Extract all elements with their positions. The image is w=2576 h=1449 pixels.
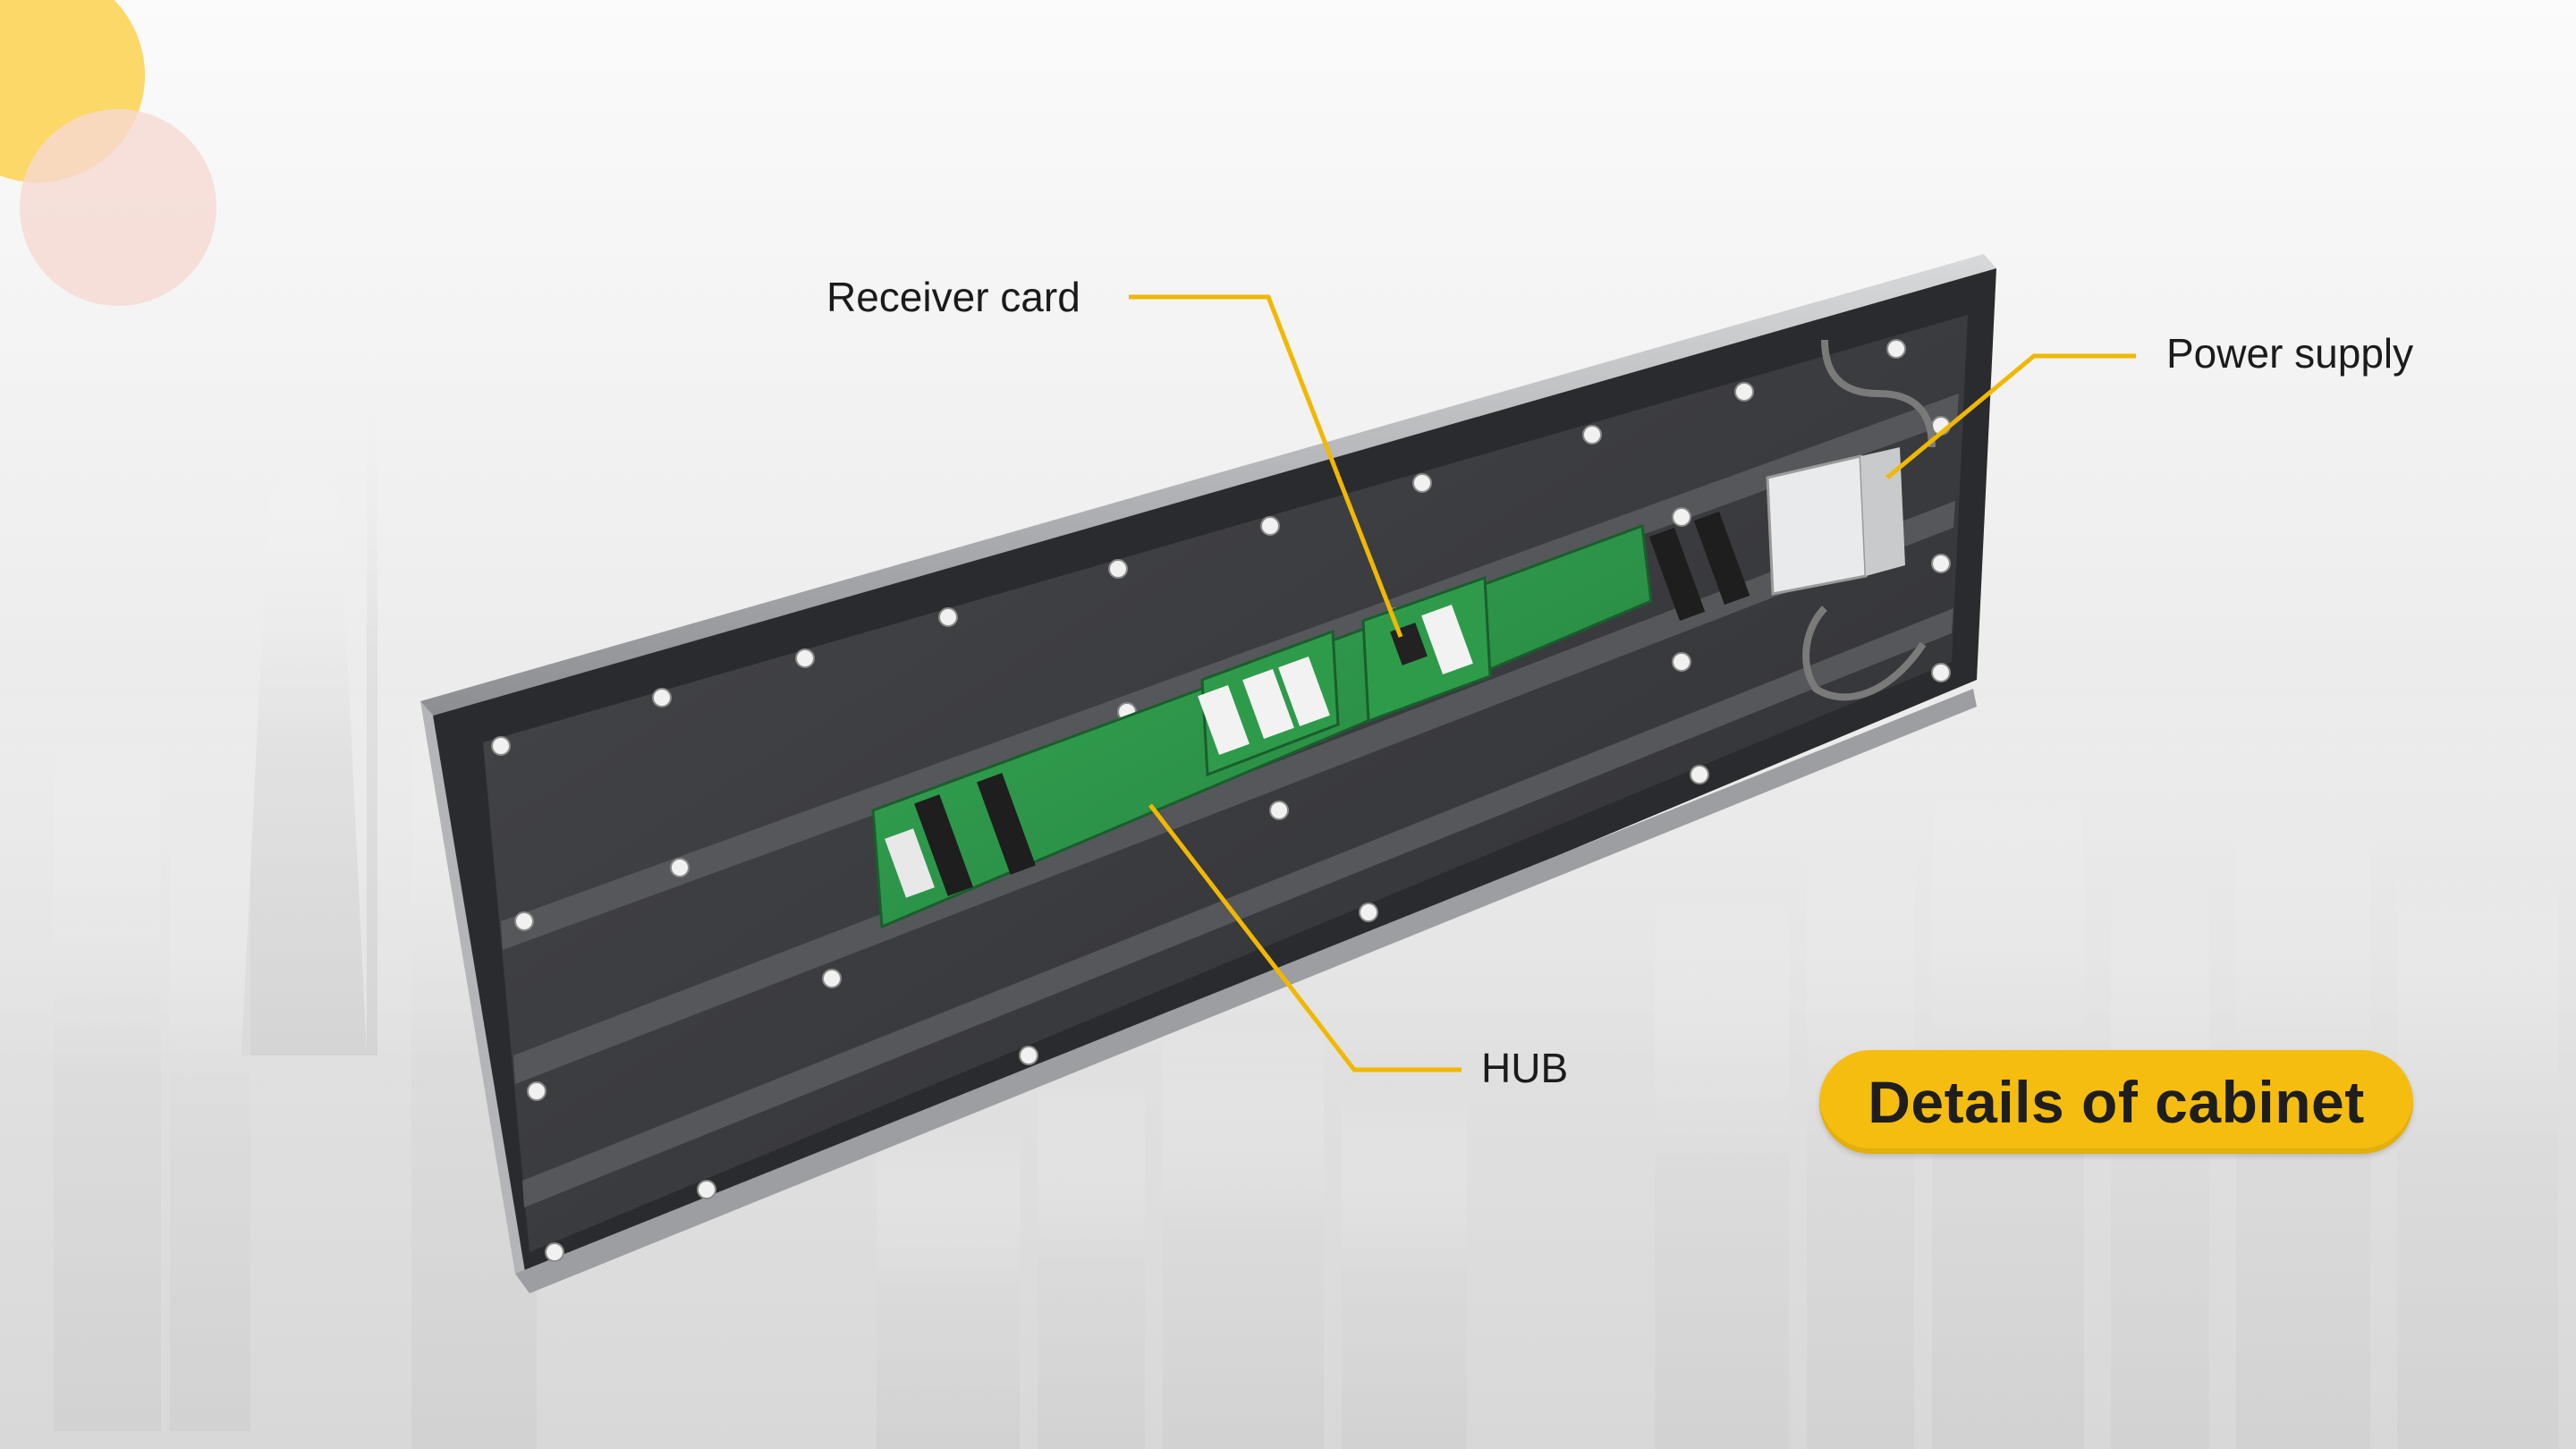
title-badge: Details of cabinet [1819,1050,2413,1154]
power-supply-label: Power supply [2166,330,2414,377]
power-supply [1766,339,1936,701]
slide-title: Details of cabinet [1868,1069,2365,1135]
receiver-card-label: Receiver card [826,274,1080,320]
receiver-cards [1198,575,1492,777]
leader-line-power-supply [1885,353,2136,479]
decor-circle-pink [20,109,216,306]
hub-connectors [885,511,1750,898]
hub-label: HUB [1481,1045,1569,1091]
leader-line-hub [1148,803,1462,1072]
leader-line-receiver-card [1129,294,1403,638]
callout-leader-lines [1129,294,2136,1072]
